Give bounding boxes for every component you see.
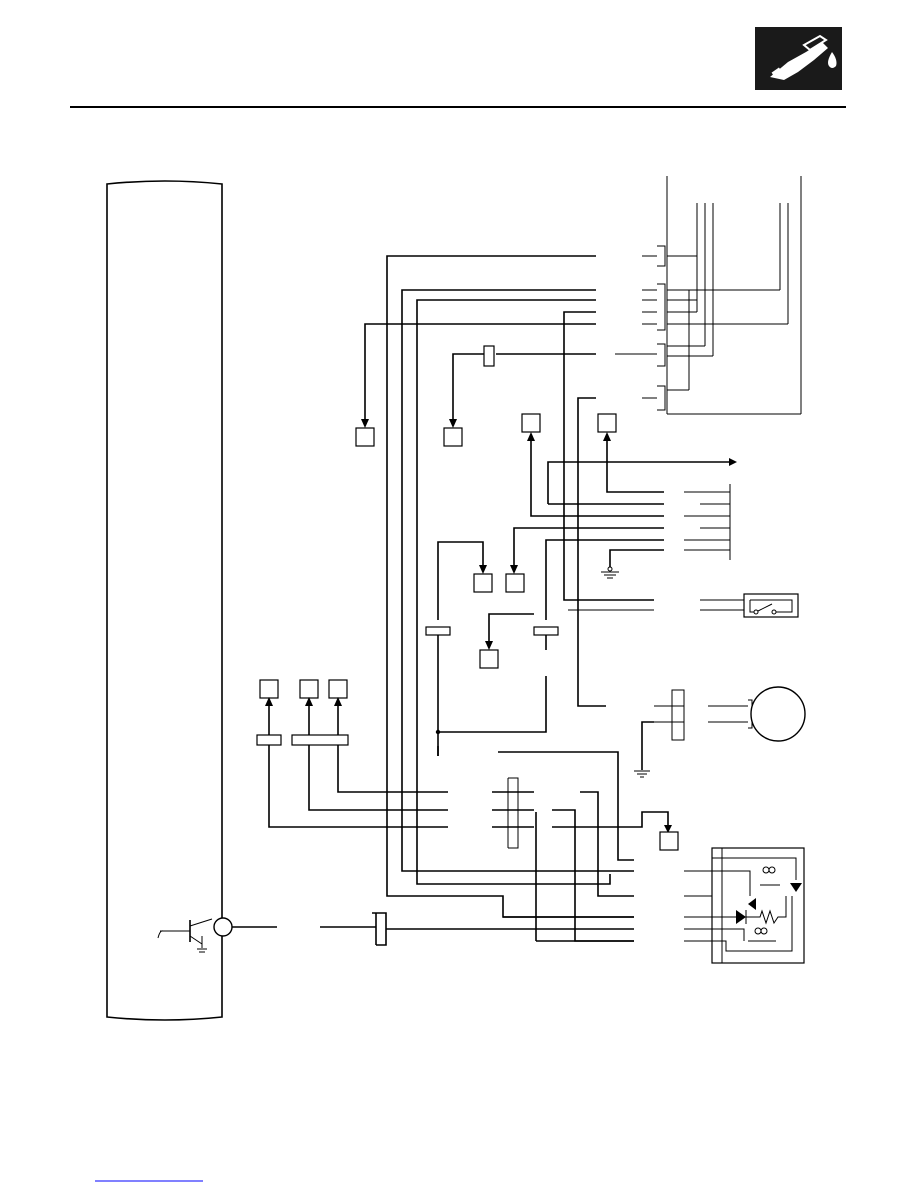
sensor-connector-middle <box>510 432 737 620</box>
switch-component <box>568 593 799 618</box>
relay-module <box>684 847 805 964</box>
inline-connector <box>372 912 387 946</box>
pump-motor-component <box>634 686 806 778</box>
wire-harness-main <box>361 255 654 918</box>
upper-right-harness-frame <box>615 176 802 415</box>
reference-boxes-lower <box>256 679 448 828</box>
lower-inline-connector <box>386 746 679 942</box>
fuel-pump-icon <box>770 34 837 80</box>
reference-boxes-middle <box>425 541 559 756</box>
reference-boxes-upper <box>355 413 617 447</box>
fuel-section-icon <box>755 27 842 90</box>
control-module-block <box>106 180 223 1021</box>
connector-pin-circle <box>213 917 233 937</box>
motor-circle <box>750 686 806 742</box>
transistor-driver-symbol <box>157 917 376 953</box>
